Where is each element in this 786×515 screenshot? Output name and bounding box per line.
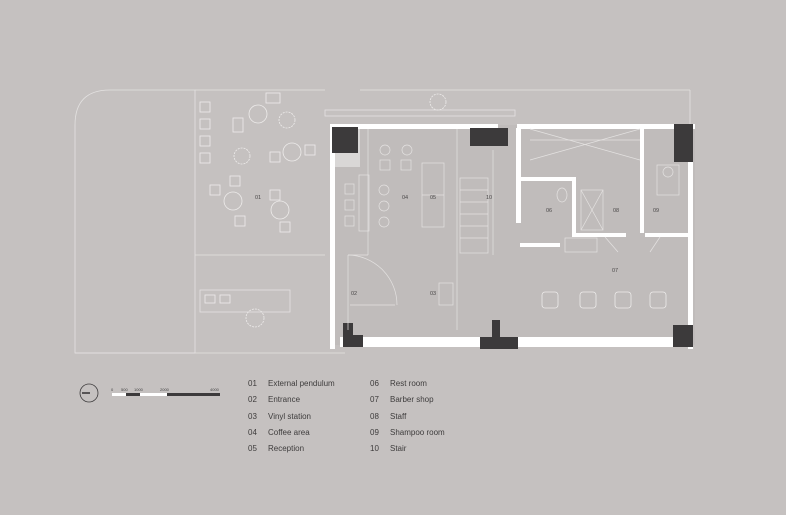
legend-label: Vinyl station bbox=[268, 411, 311, 421]
scale-tick: 500 bbox=[121, 387, 128, 392]
legend-item: 01 External pendulum bbox=[248, 379, 335, 395]
legend-item: 03 Vinyl station bbox=[248, 412, 335, 428]
room-label-08: 08 bbox=[613, 208, 619, 214]
legend-label: Rest room bbox=[390, 379, 427, 388]
legend-label: External pendulum bbox=[268, 379, 335, 388]
scale-tick: 0 bbox=[111, 387, 114, 392]
columns bbox=[332, 124, 693, 349]
scale-tick: 2000 bbox=[160, 387, 170, 392]
north-arrow-icon bbox=[79, 383, 99, 403]
legend-label: Shampoo room bbox=[390, 427, 445, 437]
room-label-05: 05 bbox=[430, 195, 436, 201]
room-label-02: 02 bbox=[351, 291, 357, 297]
legend-num: 10 bbox=[370, 444, 379, 454]
legend-col-2: 06 Rest room 07 Barber shop 08 Staff 09 Sham… bbox=[370, 379, 445, 460]
legend-num: 01 bbox=[248, 379, 257, 388]
legend-label: Stair bbox=[390, 444, 407, 454]
legend-item: 06 Rest room bbox=[370, 379, 445, 395]
legend-num: 02 bbox=[248, 395, 257, 405]
legend-num: 08 bbox=[370, 411, 379, 421]
legend-num: 04 bbox=[248, 427, 257, 437]
site-outline bbox=[74, 89, 691, 354]
legend-label: Barber shop bbox=[390, 395, 434, 405]
legend-label: Entrance bbox=[268, 395, 301, 405]
legend-item: 08 Staff bbox=[370, 412, 445, 428]
legend-label: Coffee area bbox=[268, 427, 310, 437]
legend-num: 07 bbox=[370, 395, 379, 405]
legend-item: 09 Shampoo room bbox=[370, 428, 445, 444]
room-label-04: 04 bbox=[402, 195, 408, 201]
scale-tick: 4000 bbox=[210, 387, 220, 392]
legend-label: Reception bbox=[268, 444, 305, 454]
legend-item: 02 Entrance bbox=[248, 395, 335, 411]
legend-num: 03 bbox=[248, 411, 257, 421]
room-label-09: 09 bbox=[653, 208, 659, 214]
legend-item: 05 Reception bbox=[248, 444, 335, 460]
outdoor-furniture bbox=[199, 92, 447, 328]
legend-item: 10 Stair bbox=[370, 444, 445, 460]
legend-num: 06 bbox=[370, 379, 379, 388]
scale-tick: 1000 bbox=[134, 387, 144, 392]
room-labels: 01 02 03 04 05 06 07 08 09 10 bbox=[255, 195, 659, 297]
legend-item: 07 Barber shop bbox=[370, 395, 445, 411]
room-label-10: 10 bbox=[486, 195, 492, 201]
room-label-01: 01 bbox=[255, 195, 261, 201]
barber-chairs bbox=[541, 291, 667, 309]
room-label-03: 03 bbox=[430, 291, 436, 297]
legend-label: Staff bbox=[390, 411, 407, 421]
scale-bar: 0 500 1000 2000 4000 bbox=[111, 387, 220, 396]
room-label-06: 06 bbox=[546, 208, 552, 214]
legend-num: 05 bbox=[248, 444, 257, 454]
legend-item: 04 Coffee area bbox=[248, 428, 335, 444]
legend-num: 09 bbox=[370, 427, 379, 437]
legend-col-1: 01 External pendulum 02 Entrance 03 Vinyl s… bbox=[248, 379, 335, 460]
interior-floor bbox=[330, 125, 695, 345]
room-label-07: 07 bbox=[612, 268, 618, 274]
interior-fixtures bbox=[344, 128, 680, 330]
